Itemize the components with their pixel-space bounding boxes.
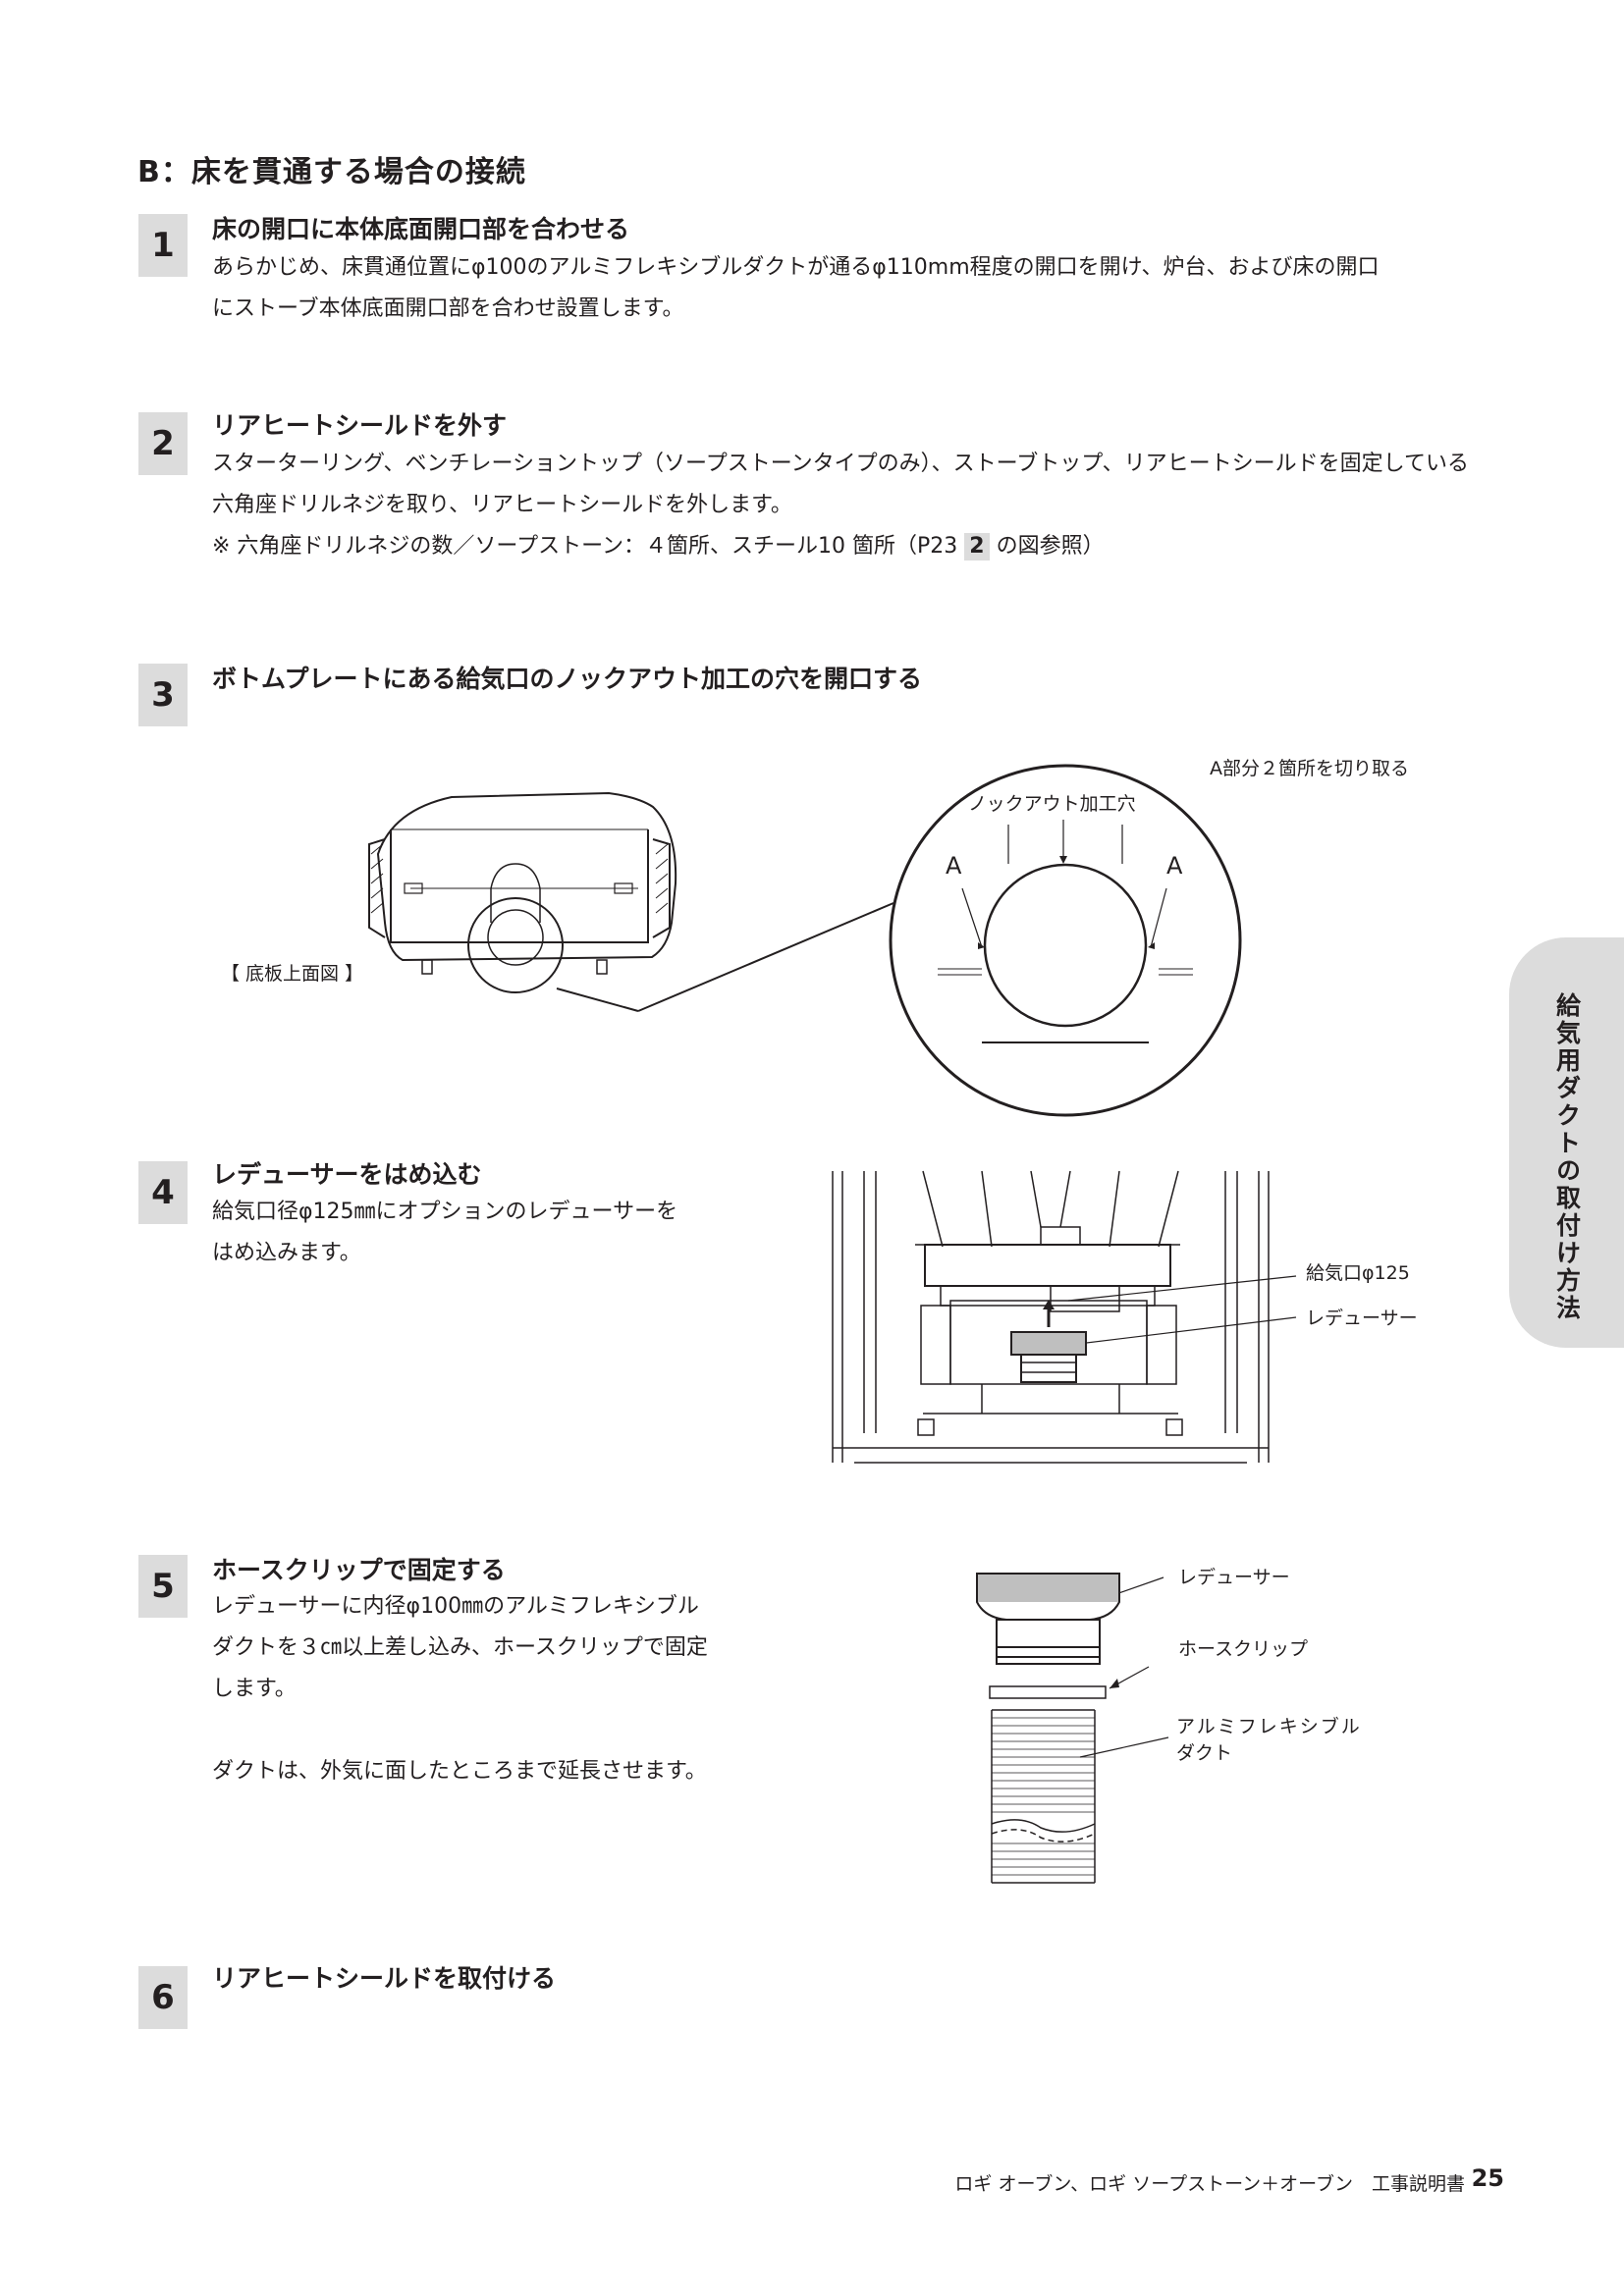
figure-3-caption: 【 底板上面図 】 [221, 963, 364, 985]
step-1-line-2: にストーブ本体底面開口部を合わせ設置します。 [212, 296, 684, 321]
cut-note: A部分２箇所を切り取る [1210, 758, 1409, 779]
bottom-plate-drawing [368, 791, 894, 1012]
label-reducer-part: レデューサー [1178, 1567, 1290, 1588]
step-4-line-2: はめ込みます。 [212, 1241, 361, 1265]
step-body-4: 給気口径φ125㎜にオプションのレデューサーを はめ込みます。 [212, 1192, 677, 1274]
step-title-2: リアヒートシールドを外す [212, 411, 508, 440]
side-tab-label: 給気用ダクトの取付け方法 [1552, 992, 1582, 1322]
label-duct-line-2: ダクト [1176, 1742, 1233, 1764]
arrow-head [978, 942, 985, 949]
step-4-line-1: 給気口径φ125㎜にオプションのレデューサーを [212, 1200, 678, 1224]
label-reducer: レデューサー [1306, 1308, 1418, 1329]
step-number-6: 6 [138, 1966, 188, 2029]
label-inlet: 給気口φ125 [1306, 1262, 1410, 1284]
reducer-part [976, 1573, 1164, 1665]
step-body-1: あらかじめ、床貫通位置にφ100のアルミフレキシブルダクトが通るφ110mm程度… [212, 247, 1380, 330]
up-arrow-head [1043, 1300, 1055, 1309]
step-2-note-prefix: ※ 六角座ドリルネジの数／ソープストーン：４箇所、スチール10 箇所（P23 [212, 534, 965, 559]
step-5-line-1: レデューサーに内径φ100㎜のアルミフレキシブル [212, 1594, 699, 1619]
step-2-note-suffix: の図参照） [989, 534, 1105, 559]
step-2-line-2: 六角座ドリルネジを取り、リアヒートシールドを外します。 [212, 493, 792, 517]
mark-a-right: A [1166, 852, 1183, 880]
step-2-line-1: スターターリング、ベンチレーショントップ（ソープストーンタイプのみ）、ストーブト… [212, 452, 1469, 476]
step-title-6: リアヒートシールドを取付ける [212, 1964, 557, 1993]
reducer-shading [978, 1575, 1118, 1602]
step-2-note: ※ 六角座ドリルネジの数／ソープストーン：４箇所、スチール10 箇所（P23 2… [212, 526, 1469, 567]
knockout-label: ノックアウト加工穴 [968, 793, 1136, 815]
step-title-5: ホースクリップで固定する [212, 1556, 506, 1584]
step-body-2: スターターリング、ベンチレーショントップ（ソープストーンタイプのみ）、ストーブト… [212, 444, 1469, 567]
step-5-line-5: ダクトは、外気に面したところまで延長させます。 [212, 1759, 707, 1784]
side-hatching [370, 843, 669, 914]
step-number-5: 5 [138, 1555, 188, 1618]
step-number-4: 4 [138, 1161, 188, 1224]
step-5-line-2: ダクトを３㎝以上差し込み、ホースクリップで固定 [212, 1635, 708, 1660]
step-1-line-1: あらかじめ、床貫通位置にφ100のアルミフレキシブルダクトが通るφ110mm程度… [212, 255, 1380, 280]
reducer-shading [1012, 1333, 1085, 1354]
section-title: B：床を貫通する場合の接続 [137, 155, 526, 189]
stove-interior-drawing [832, 1170, 1297, 1464]
footer-title: ロギ オーブン、ロギ ソープストーン＋オーブン 工事説明書 [954, 2173, 1465, 2195]
step-number-3: 3 [138, 664, 188, 726]
step-body-5: レデューサーに内径φ100㎜のアルミフレキシブル ダクトを３㎝以上差し込み、ホー… [212, 1586, 708, 1792]
step-5-line-3: します。 [212, 1677, 297, 1701]
step-number-1: 1 [138, 214, 188, 277]
step-title-4: レデューサーをはめ込む [212, 1160, 482, 1189]
step-number-2: 2 [138, 412, 188, 475]
step-reference-badge: 2 [964, 533, 990, 561]
mark-a-left: A [946, 852, 962, 880]
side-chapter-tab: 給気用ダクトの取付け方法 [1509, 937, 1624, 1348]
step-title-3: ボトムプレートにある給気口のノックアウト加工の穴を開口する [212, 665, 923, 693]
step-title-1: 床の開口に本体底面開口部を合わせる [212, 215, 630, 243]
label-hose-clip: ホースクリップ [1178, 1638, 1309, 1660]
hose-clip-part [989, 1666, 1150, 1699]
arrow-head [1110, 1679, 1119, 1688]
page-number: 25 [1471, 2164, 1504, 2192]
arrow-head [1148, 942, 1155, 949]
arrow-head [1059, 856, 1067, 864]
duct-ribs [992, 1717, 1095, 1876]
label-duct-line-1: アルミフレキシブル [1176, 1716, 1362, 1737]
aluminum-duct-part [991, 1709, 1169, 1884]
knockout-detail [889, 764, 1242, 1117]
